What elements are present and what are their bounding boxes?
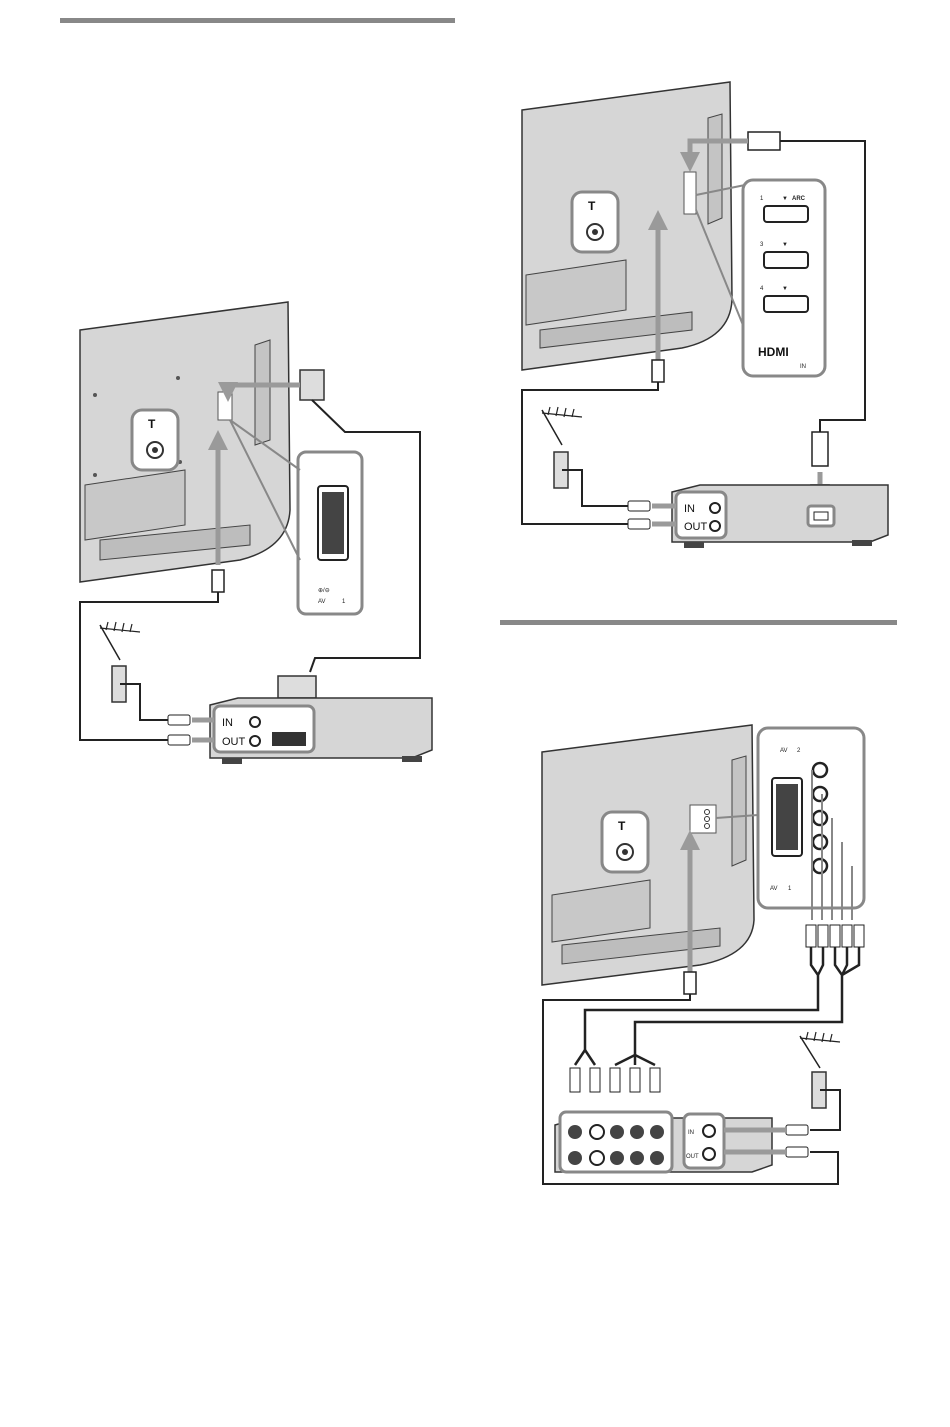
scart-plug-bottom	[278, 676, 316, 698]
rec2-out-label: OUT	[684, 521, 708, 533]
scart-port-icon	[322, 492, 344, 554]
rec3-out-label: OUT	[686, 1154, 699, 1160]
aerial-icon	[100, 622, 140, 660]
scart-av-label: AV	[318, 599, 326, 605]
hdmi-in-label: IN	[800, 364, 806, 370]
diagram-component: T AV 2 AV 1	[542, 725, 864, 1184]
svg-text:T: T	[618, 819, 626, 833]
svg-text:T: T	[588, 199, 596, 213]
rec2-in-label: IN	[684, 503, 695, 515]
section-rule-top	[60, 18, 455, 23]
diagram-scart: T ⊕/⊖ AV 1 IN	[80, 302, 432, 764]
hdmi-plug-top	[748, 132, 780, 150]
scart-port-av1	[776, 784, 798, 850]
hdmi-arc-label: ARC	[792, 196, 806, 202]
aerial-icon-3	[800, 1032, 840, 1068]
svg-text:⊕/⊖: ⊕/⊖	[318, 588, 330, 594]
diagram-hdmi: T 1 ▼ ARC 3 ▼ 4 ▼ HDMI IN	[522, 82, 888, 548]
hdmi-port-4	[764, 296, 808, 312]
av2-label: AV	[780, 748, 788, 754]
svg-text:T: T	[148, 417, 156, 431]
aerial-icon-2	[542, 407, 582, 445]
rec1-in-label: IN	[222, 717, 233, 729]
svg-text:▼: ▼	[782, 196, 788, 202]
rec1-out-label: OUT	[222, 736, 246, 748]
rec3-in-label: IN	[688, 1130, 694, 1136]
hdmi-port-3	[764, 252, 808, 268]
hdmi-logo: HDMI	[758, 345, 789, 359]
hdmi-port-1	[764, 206, 808, 222]
av1-label: AV	[770, 886, 778, 892]
section-rule-middle	[500, 620, 897, 625]
hdmi-plug-bottom	[812, 432, 828, 466]
svg-text:▼: ▼	[782, 286, 788, 292]
scart-plug-top	[300, 370, 324, 400]
svg-text:▼: ▼	[782, 242, 788, 248]
